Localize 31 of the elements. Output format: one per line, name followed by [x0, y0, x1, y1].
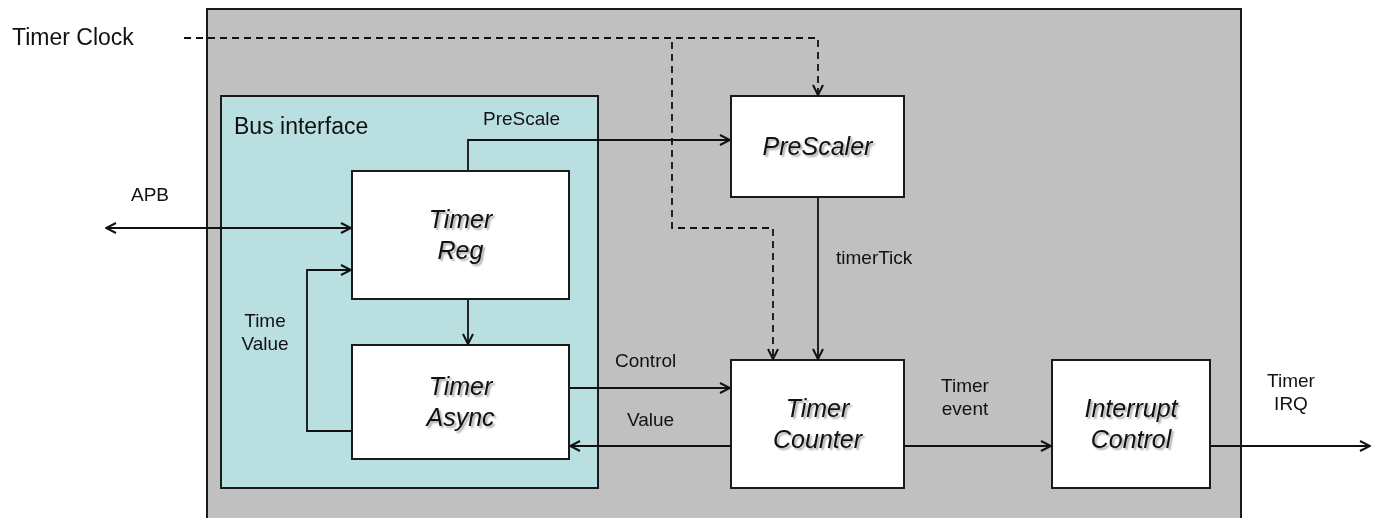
block-name: Timer Reg — [428, 203, 493, 266]
group-box — [220, 95, 599, 489]
edge-label: APB — [131, 184, 170, 207]
signal-label: Timer Clock — [12, 24, 134, 51]
process-box — [730, 359, 905, 489]
edge-label: PreScale — [483, 108, 561, 131]
block-name: Timer Counter — [773, 392, 862, 455]
block-name: Timer Async — [426, 370, 495, 433]
group-title: Bus interface — [234, 113, 369, 140]
arrow — [462, 299, 474, 345]
arrow — [812, 197, 824, 360]
block-name: Interrupt Control — [1084, 392, 1178, 455]
process-box — [1051, 359, 1211, 489]
edge-label: Time Value — [240, 310, 290, 356]
system-frame — [206, 8, 1242, 518]
edge-label: Value — [627, 409, 675, 432]
arrow — [569, 382, 731, 394]
edge-label: timerTick — [836, 247, 913, 270]
arrow — [105, 222, 352, 234]
arrow — [569, 440, 731, 452]
block-name: PreScaler — [762, 130, 873, 162]
edge-label: Timer event — [940, 375, 990, 421]
process-box — [351, 344, 570, 460]
arrow — [467, 134, 731, 171]
edge-label: Timer IRQ — [1266, 370, 1316, 416]
edge-label: Control — [615, 350, 677, 373]
arrow — [1210, 440, 1371, 452]
process-box — [351, 170, 570, 300]
arrow — [306, 264, 352, 432]
process-box — [730, 95, 905, 198]
arrow — [904, 440, 1052, 452]
